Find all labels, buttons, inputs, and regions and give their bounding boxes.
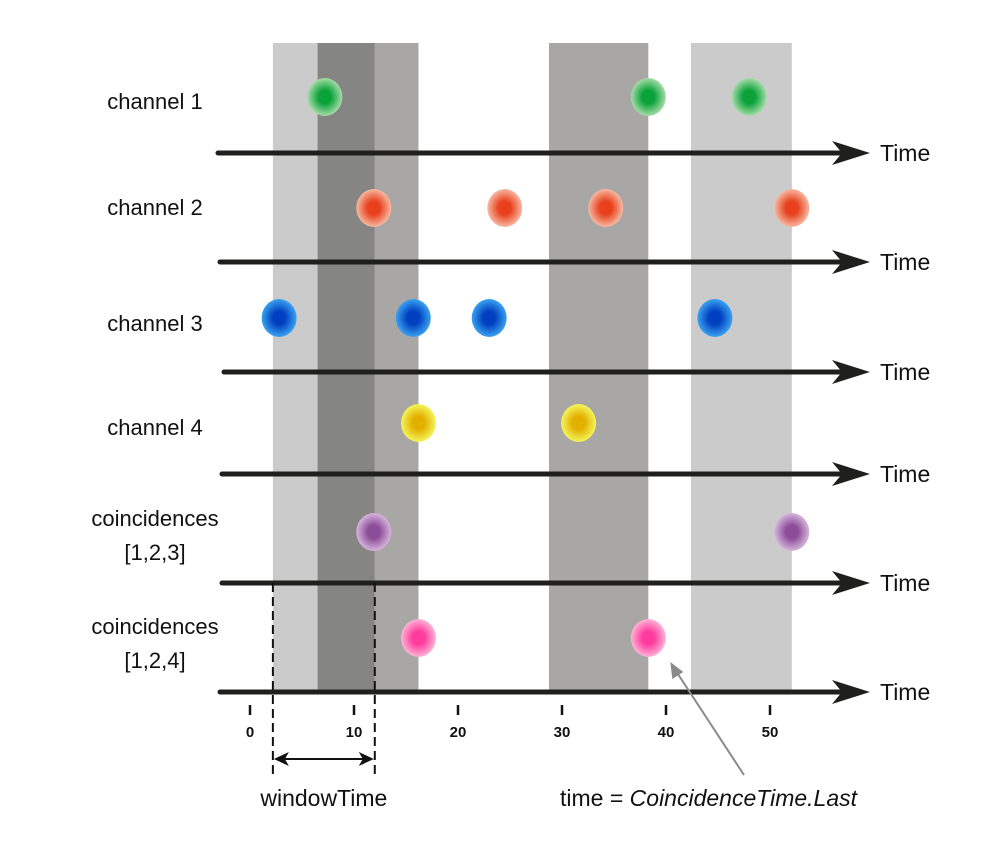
row-label-channel-2: channel 2: [107, 195, 202, 220]
row-label-channel-3: channel 3: [107, 311, 202, 336]
row-labels: channel 1 channel 2 channel 3 channel 4 coin…: [91, 89, 218, 673]
row-label-coincidences-123: coincidences: [91, 506, 218, 531]
time-axis-coincidences-123: Time: [219, 570, 930, 596]
window-time-annotation: windowTime: [259, 583, 387, 811]
pointer-line: [674, 669, 745, 776]
row-label-channel-4: channel 4: [107, 415, 202, 440]
event-markers: [261, 78, 810, 657]
tick-label-20: 20: [450, 724, 467, 741]
time-axis-label: Time: [880, 679, 930, 705]
event-channel-1-2: [630, 78, 666, 116]
arrow-head-icon: [832, 141, 870, 165]
event-channel-1-1: [307, 78, 343, 116]
band-window-medium-2: [549, 43, 649, 692]
event-channel-3-4: [697, 299, 733, 337]
row-label-coincidences-124: [1,2,4]: [124, 648, 185, 673]
time-axis-channel-1: Time: [215, 140, 930, 166]
time-annotation-italic: CoincidenceTime.Last: [630, 785, 859, 811]
time-axis-label: Time: [880, 461, 930, 487]
row-label-coincidences-123: [1,2,3]: [124, 540, 185, 565]
window-time-label: windowTime: [259, 785, 387, 811]
arrow-right-icon: [358, 752, 374, 766]
tick-label-50: 50: [762, 724, 779, 741]
row-label-channel-1: channel 1: [107, 89, 202, 114]
tick-label-40: 40: [658, 724, 675, 741]
event-channel-2-3: [588, 189, 624, 227]
event-channel-2-2: [487, 189, 523, 227]
arrow-head-icon: [832, 250, 870, 274]
time-axis-channel-3: Time: [221, 359, 930, 385]
event-channel-3-1: [261, 299, 297, 337]
coincidence-windows: [272, 43, 792, 692]
time-annotation-prefix: time =: [560, 785, 630, 811]
event-channel-4-2: [561, 404, 597, 442]
pointer-arrow-icon: [670, 662, 684, 679]
tick-label-0: 0: [246, 724, 254, 741]
event-coincidences-124-1: [400, 619, 436, 657]
event-channel-3-3: [471, 299, 507, 337]
arrow-head-icon: [832, 462, 870, 486]
time-annotation: time = CoincidenceTime.Last: [560, 662, 859, 811]
time-axis-label: Time: [880, 249, 930, 275]
row-label-coincidences-124: coincidences: [91, 614, 218, 639]
tick-label-10: 10: [346, 724, 363, 741]
time-annotation-label: time = CoincidenceTime.Last: [560, 785, 859, 811]
time-axis-coincidences-124: Time: [217, 679, 930, 705]
event-coincidences-124-2: [630, 619, 666, 657]
event-coincidences-123-1: [356, 513, 392, 551]
tick-label-30: 30: [554, 724, 571, 741]
arrow-head-icon: [832, 680, 870, 704]
band-window-medium: [374, 43, 419, 692]
arrow-left-icon: [273, 752, 289, 766]
event-channel-3-2: [395, 299, 431, 337]
time-axis-label: Time: [880, 570, 930, 596]
time-axis-channel-4: Time: [219, 461, 930, 487]
band-window-dark: [317, 43, 375, 692]
event-channel-2-1: [356, 189, 392, 227]
arrow-head-icon: [832, 360, 870, 384]
time-axis-label: Time: [880, 359, 930, 385]
event-channel-4-1: [400, 404, 436, 442]
time-axis-label: Time: [880, 140, 930, 166]
event-channel-2-4: [774, 189, 810, 227]
arrow-head-icon: [832, 571, 870, 595]
x-axis-ticks: 0 10 20 30 40 50: [246, 705, 779, 741]
event-coincidences-123-2: [774, 513, 810, 551]
event-channel-1-3: [731, 78, 767, 116]
band-window-light-2: [690, 43, 792, 692]
time-axis-channel-2: Time: [217, 249, 930, 275]
